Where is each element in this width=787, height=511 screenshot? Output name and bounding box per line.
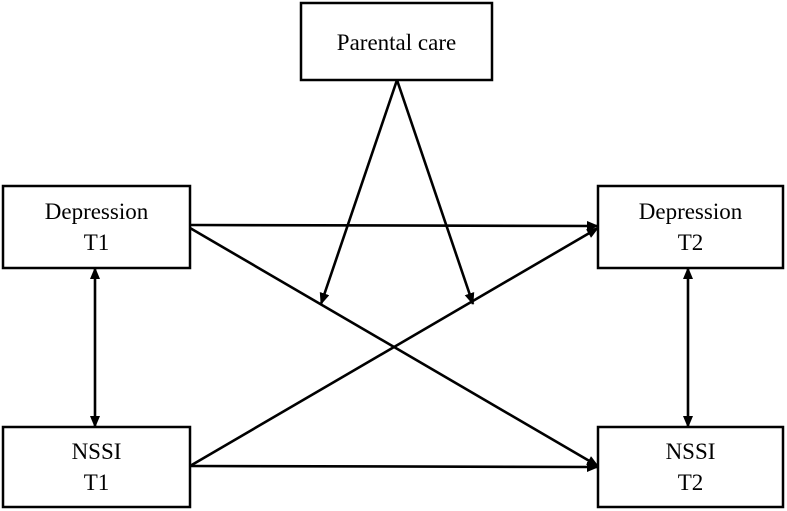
edge-depression-t1-to-depression-t2: [189, 220, 599, 231]
node-depression-t1: Depression T1: [1, 184, 192, 270]
node-depression-t2-label-line2: T2: [678, 230, 704, 255]
node-parental-care-label: Parental care: [337, 30, 456, 55]
node-nssi-t2-label-line1: NSSI: [666, 439, 716, 464]
edge-nssi-t1-to-nssi-t2: [189, 461, 599, 472]
node-nssi-t1: NSSI T1: [1, 425, 192, 509]
edge-nssi-t1-to-depression-t2: [189, 226, 599, 468]
edge-parental-care-moderation-right: [395, 79, 475, 305]
node-parental-care: Parental care: [299, 1, 494, 82]
node-nssi-t1-label-line2: T1: [84, 470, 110, 495]
node-depression-t1-label-line2: T1: [84, 230, 110, 255]
node-nssi-t2-label-line2: T2: [678, 470, 704, 495]
edges-layer: [90, 79, 693, 472]
node-depression-t1-label-line1: Depression: [45, 199, 149, 224]
node-depression-t2-label-line1: Depression: [639, 199, 743, 224]
node-nssi-t1-label-line1: NSSI: [72, 439, 122, 464]
node-nssi-t2: NSSI T2: [596, 425, 785, 509]
edge-parental-care-moderation-left: [319, 79, 399, 305]
node-depression-t2: Depression T2: [596, 184, 785, 270]
